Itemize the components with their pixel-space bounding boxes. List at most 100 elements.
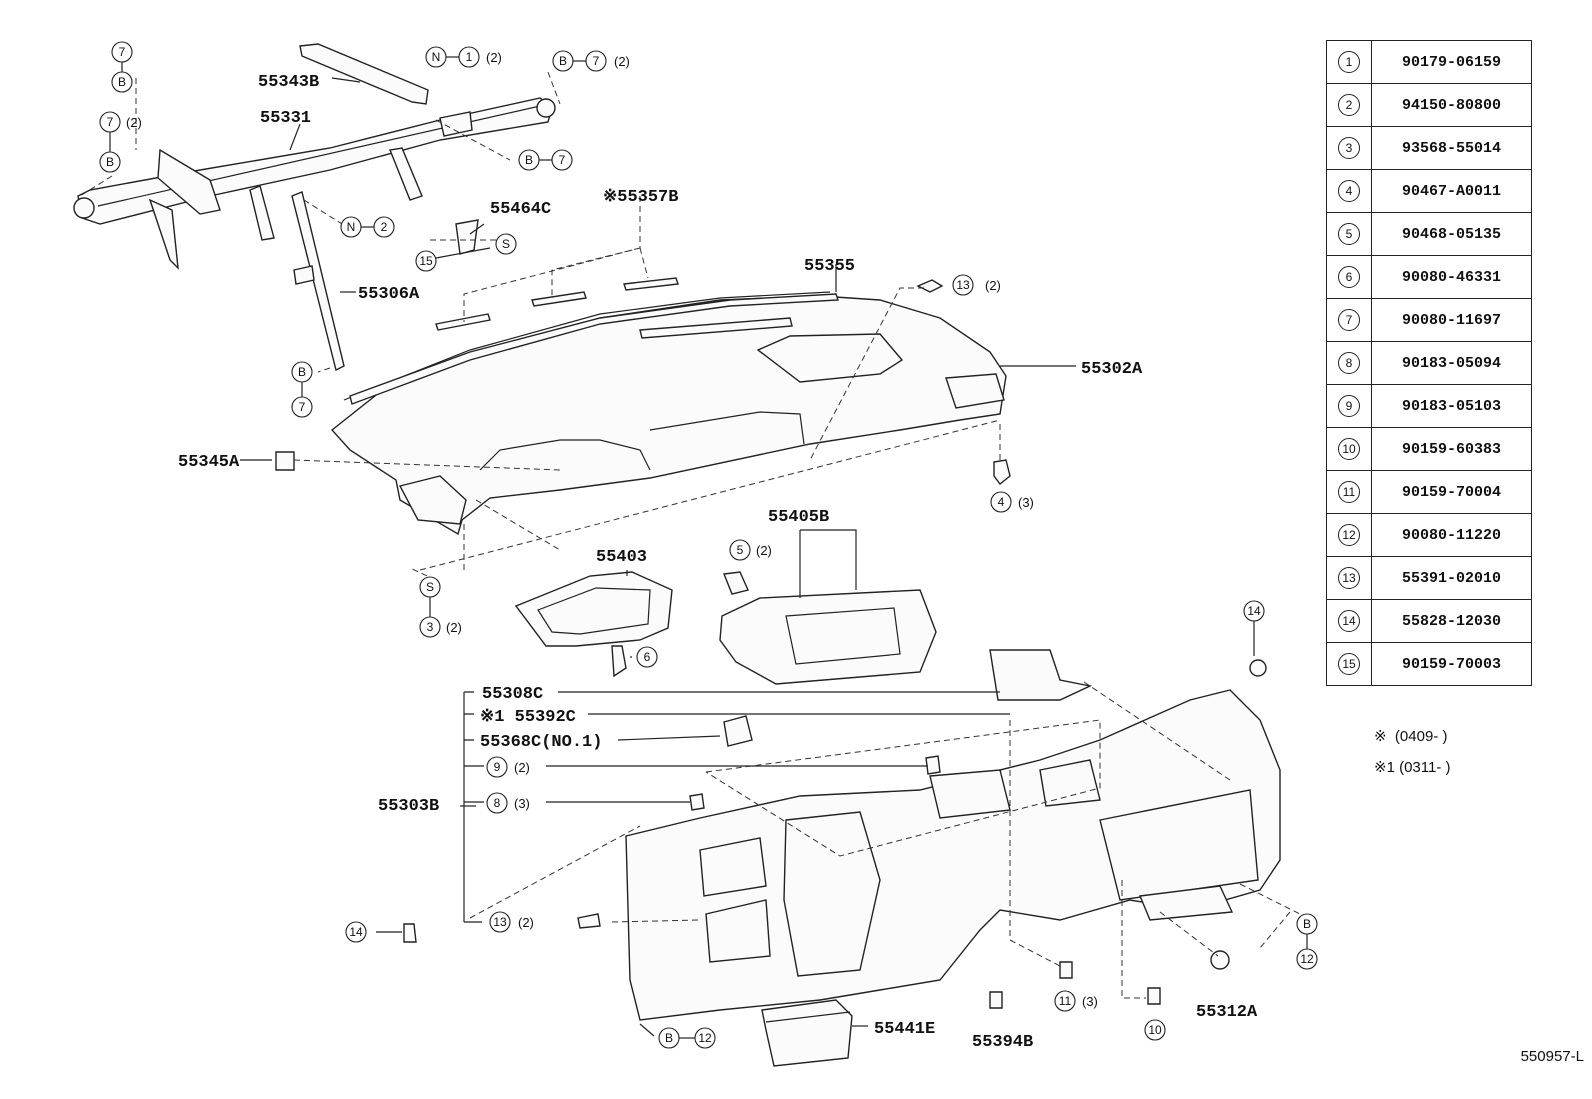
part-row-number: 7 <box>1326 298 1372 342</box>
part-row-part-number: 90080-11220 <box>1371 513 1532 557</box>
svg-text:(2): (2) <box>126 115 142 130</box>
svg-text:B: B <box>106 155 114 169</box>
part-row-number: 8 <box>1326 341 1372 385</box>
note-2: ※1 (0311- ) <box>1374 759 1451 776</box>
svg-text:B: B <box>298 365 306 379</box>
svg-text:(3): (3) <box>1018 495 1034 510</box>
cap-item-13-upper <box>916 279 944 293</box>
fasteners-lower <box>403 659 1267 1009</box>
svg-text:4: 4 <box>998 495 1005 509</box>
svg-text:5: 5 <box>737 543 744 557</box>
svg-text:7: 7 <box>593 54 600 68</box>
svg-text:B: B <box>118 75 126 89</box>
part-row-number: 1 <box>1326 40 1372 84</box>
part-row-number: 6 <box>1326 255 1372 299</box>
svg-text:N: N <box>347 220 356 234</box>
svg-text:8: 8 <box>494 796 501 810</box>
svg-text:13: 13 <box>956 278 970 292</box>
svg-text:(2): (2) <box>518 915 534 930</box>
svg-text:B: B <box>559 54 567 68</box>
part-row-part-number: 55828-12030 <box>1371 599 1532 643</box>
svg-text:(3): (3) <box>514 796 530 811</box>
label-55303B: 55303B <box>378 797 439 816</box>
part-row-part-number: 94150-80800 <box>1371 83 1532 127</box>
svg-text:B: B <box>1303 917 1311 931</box>
clip-55345A <box>275 451 295 471</box>
part-row-part-number: 90183-05103 <box>1371 384 1532 428</box>
part-row-part-number: 90159-70004 <box>1371 470 1532 514</box>
part-row-number: 3 <box>1326 126 1372 170</box>
part-row-number: 13 <box>1326 556 1372 600</box>
callouts: 7 B 7 (2) B N 1 (2) B 7 (2) B 7 N 2 S 15… <box>99 41 1318 1049</box>
part-row-part-number: 90183-05094 <box>1371 341 1532 385</box>
label-55394B: 55394B <box>972 1033 1033 1052</box>
svg-text:14: 14 <box>1247 604 1261 618</box>
svg-text:7: 7 <box>559 153 566 167</box>
part-row-part-number: 90159-60383 <box>1371 427 1532 471</box>
label-55355: 55355 <box>804 257 855 276</box>
part-row-number: 11 <box>1326 470 1372 514</box>
svg-text:7: 7 <box>119 45 126 59</box>
reference-code: 550957-L <box>1520 1048 1584 1065</box>
label-55392C: ※1 55392C <box>480 708 576 727</box>
lower-panel-55303B <box>625 649 1281 1021</box>
leader-lines <box>79 71 1301 1037</box>
part-row-part-number: 90468-05135 <box>1371 212 1532 256</box>
part-row-part-number: 90080-11697 <box>1371 298 1532 342</box>
support-brace-55343B <box>299 43 429 105</box>
part-row-part-number: 55391-02010 <box>1371 556 1532 600</box>
upper-panel-55302A <box>330 291 1007 536</box>
part-row-number: 10 <box>1326 427 1372 471</box>
svg-text:(2): (2) <box>614 54 630 69</box>
note-1: ※ (0409- ) <box>1374 728 1448 745</box>
label-55308C: 55308C <box>482 685 543 704</box>
part-row-part-number: 90467-A0011 <box>1371 169 1532 213</box>
part-row-part-number: 93568-55014 <box>1371 126 1532 170</box>
svg-text:3: 3 <box>427 620 434 634</box>
svg-text:14: 14 <box>349 925 363 939</box>
reinforcement-beam-part <box>73 97 556 270</box>
svg-text:S: S <box>502 237 510 251</box>
svg-text:6: 6 <box>644 650 651 664</box>
svg-text:10: 10 <box>1148 1023 1162 1037</box>
part-row-number: 15 <box>1326 642 1372 686</box>
svg-text:13: 13 <box>493 915 507 929</box>
label-55343B: 55343B <box>258 73 319 92</box>
svg-text:(2): (2) <box>756 543 772 558</box>
svg-text:B: B <box>525 153 533 167</box>
svg-text:(2): (2) <box>446 620 462 635</box>
part-row-part-number: 90159-70003 <box>1371 642 1532 686</box>
label-55405B: 55405B <box>768 508 829 527</box>
defroster-strips-55357B <box>435 277 679 331</box>
part-row-number: 9 <box>1326 384 1372 428</box>
svg-text:(2): (2) <box>486 50 502 65</box>
svg-text:S: S <box>426 580 434 594</box>
svg-text:N: N <box>432 50 441 64</box>
part-row-number: 12 <box>1326 513 1372 557</box>
label-55312A: 55312A <box>1196 1003 1258 1022</box>
label-55357B: ※55357B <box>603 188 678 207</box>
svg-text:7: 7 <box>107 115 114 129</box>
label-55345A: 55345A <box>178 453 240 472</box>
clip-item-4 <box>993 459 1011 485</box>
coin-box-55441E <box>761 999 853 1067</box>
label-55464C: 55464C <box>490 200 551 219</box>
svg-text:1: 1 <box>466 50 473 64</box>
svg-text:11: 11 <box>1059 994 1072 1008</box>
label-55403: 55403 <box>596 548 647 567</box>
part-row-number: 14 <box>1326 599 1372 643</box>
part-row-part-number: 90179-06159 <box>1371 40 1532 84</box>
svg-text:B: B <box>665 1031 673 1045</box>
svg-text:9: 9 <box>494 760 501 774</box>
